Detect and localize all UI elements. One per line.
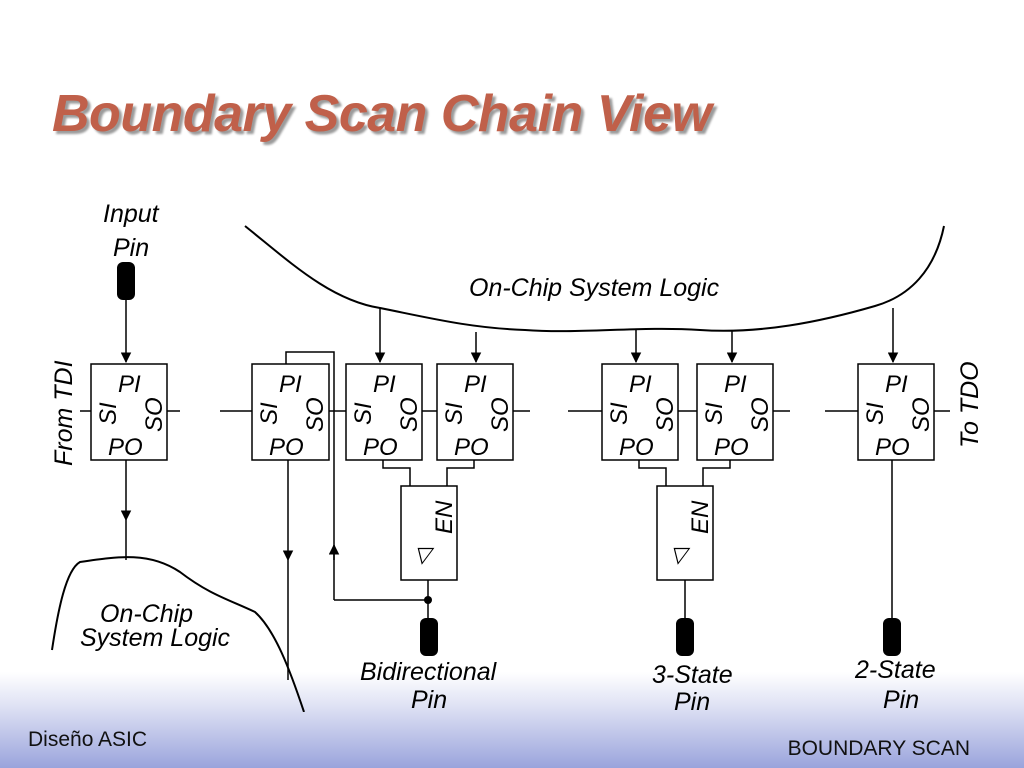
cell-label-pi: PI — [464, 371, 487, 398]
scan-cell-bidir-output — [345, 363, 423, 461]
cell-label-si: SI — [862, 402, 889, 425]
bidir-tristate-buffer — [400, 485, 458, 581]
cell-label-po: PO — [619, 434, 654, 461]
cell-label-si: SI — [441, 402, 468, 425]
cell-port-labels: PI PO SI SO PI PO SI SO PI PO SI SO PI P… — [95, 371, 935, 461]
two-state-pin — [883, 618, 901, 656]
cell-label-so: SO — [302, 397, 329, 432]
cell-label-si: SI — [701, 402, 728, 425]
three-state-pin — [676, 618, 694, 656]
buffer-symbol: ▽ — [670, 542, 691, 567]
scan-cell-2state-output — [857, 363, 935, 461]
scan-cell-bidir-enable — [436, 363, 514, 461]
cell-label-po: PO — [269, 434, 304, 461]
top-logic-boundary — [244, 225, 945, 333]
cell-label-po: PO — [454, 434, 489, 461]
bottom-logic-boundary — [51, 556, 305, 712]
from-tdi-label: From TDI — [50, 360, 78, 466]
to-tdo-label: To TDO — [956, 361, 984, 448]
bottom-logic-label-line2: System Logic — [80, 624, 231, 652]
scan-cell-3state-output — [601, 363, 679, 461]
cell-label-po: PO — [108, 434, 143, 461]
cell-label-so: SO — [396, 397, 423, 432]
cell-label-pi: PI — [373, 371, 396, 398]
boundary-scan-diagram: PI PO SI SO PI PO SI SO PI PO SI SO PI P… — [50, 200, 984, 712]
cell-label-po: PO — [363, 434, 398, 461]
cell-label-pi: PI — [885, 371, 908, 398]
footer-course-label: Diseño ASIC — [28, 728, 148, 751]
cell-label-si: SI — [256, 402, 283, 425]
bidirectional-pin-label-line1: Bidirectional — [360, 658, 498, 686]
bidir-junction-dot — [424, 596, 432, 604]
two-state-pin-label-line2: Pin — [883, 686, 919, 712]
bidirectional-pin — [420, 618, 438, 656]
cell-label-pi: PI — [629, 371, 652, 398]
footer-band — [0, 672, 1024, 768]
cell-label-pi: PI — [279, 371, 302, 398]
scan-cell-bidir-input — [251, 363, 330, 461]
bidirectional-wiring — [282, 351, 475, 680]
buffer-enable-label: EN — [687, 500, 714, 534]
bottom-logic-label-line1: On-Chip — [100, 600, 193, 628]
scan-cell-3state-enable — [696, 363, 774, 461]
three-state-wiring — [638, 460, 731, 618]
bidirectional-pin-label-line2: Pin — [411, 686, 447, 712]
cell-label-po: PO — [714, 434, 749, 461]
buffer-enable-label: EN — [431, 500, 458, 534]
footer-topic-label: BOUNDARY SCAN — [787, 737, 970, 760]
cell-label-so: SO — [652, 397, 679, 432]
cell-label-po: PO — [875, 434, 910, 461]
two-state-pin-label-line1: 2-State — [854, 656, 936, 684]
input-pin — [117, 262, 135, 300]
cell-label-si: SI — [606, 402, 633, 425]
cell-label-si: SI — [350, 402, 377, 425]
top-logic-label: On-Chip System Logic — [469, 274, 720, 302]
three-state-pin-label-line1: 3-State — [652, 661, 733, 689]
scan-cells — [90, 363, 935, 461]
input-pin-label-line2: Pin — [113, 234, 149, 262]
cell-label-pi: PI — [118, 371, 141, 398]
cell-label-so: SO — [747, 397, 774, 432]
cell-label-so: SO — [141, 397, 168, 432]
three-state-pin-label-line2: Pin — [674, 688, 710, 712]
cell-label-si: SI — [95, 402, 122, 425]
three-state-tristate-buffer — [656, 485, 714, 581]
buffer-symbol: ▽ — [414, 542, 435, 567]
cell-label-pi: PI — [724, 371, 747, 398]
cell-label-so: SO — [908, 397, 935, 432]
slide-title: Boundary Scan Chain View — [52, 85, 712, 143]
input-pin-label-line1: Input — [103, 200, 160, 228]
cell-label-so: SO — [487, 397, 514, 432]
scan-cell-input — [90, 363, 168, 461]
logic-to-cell-arrows — [374, 308, 899, 364]
